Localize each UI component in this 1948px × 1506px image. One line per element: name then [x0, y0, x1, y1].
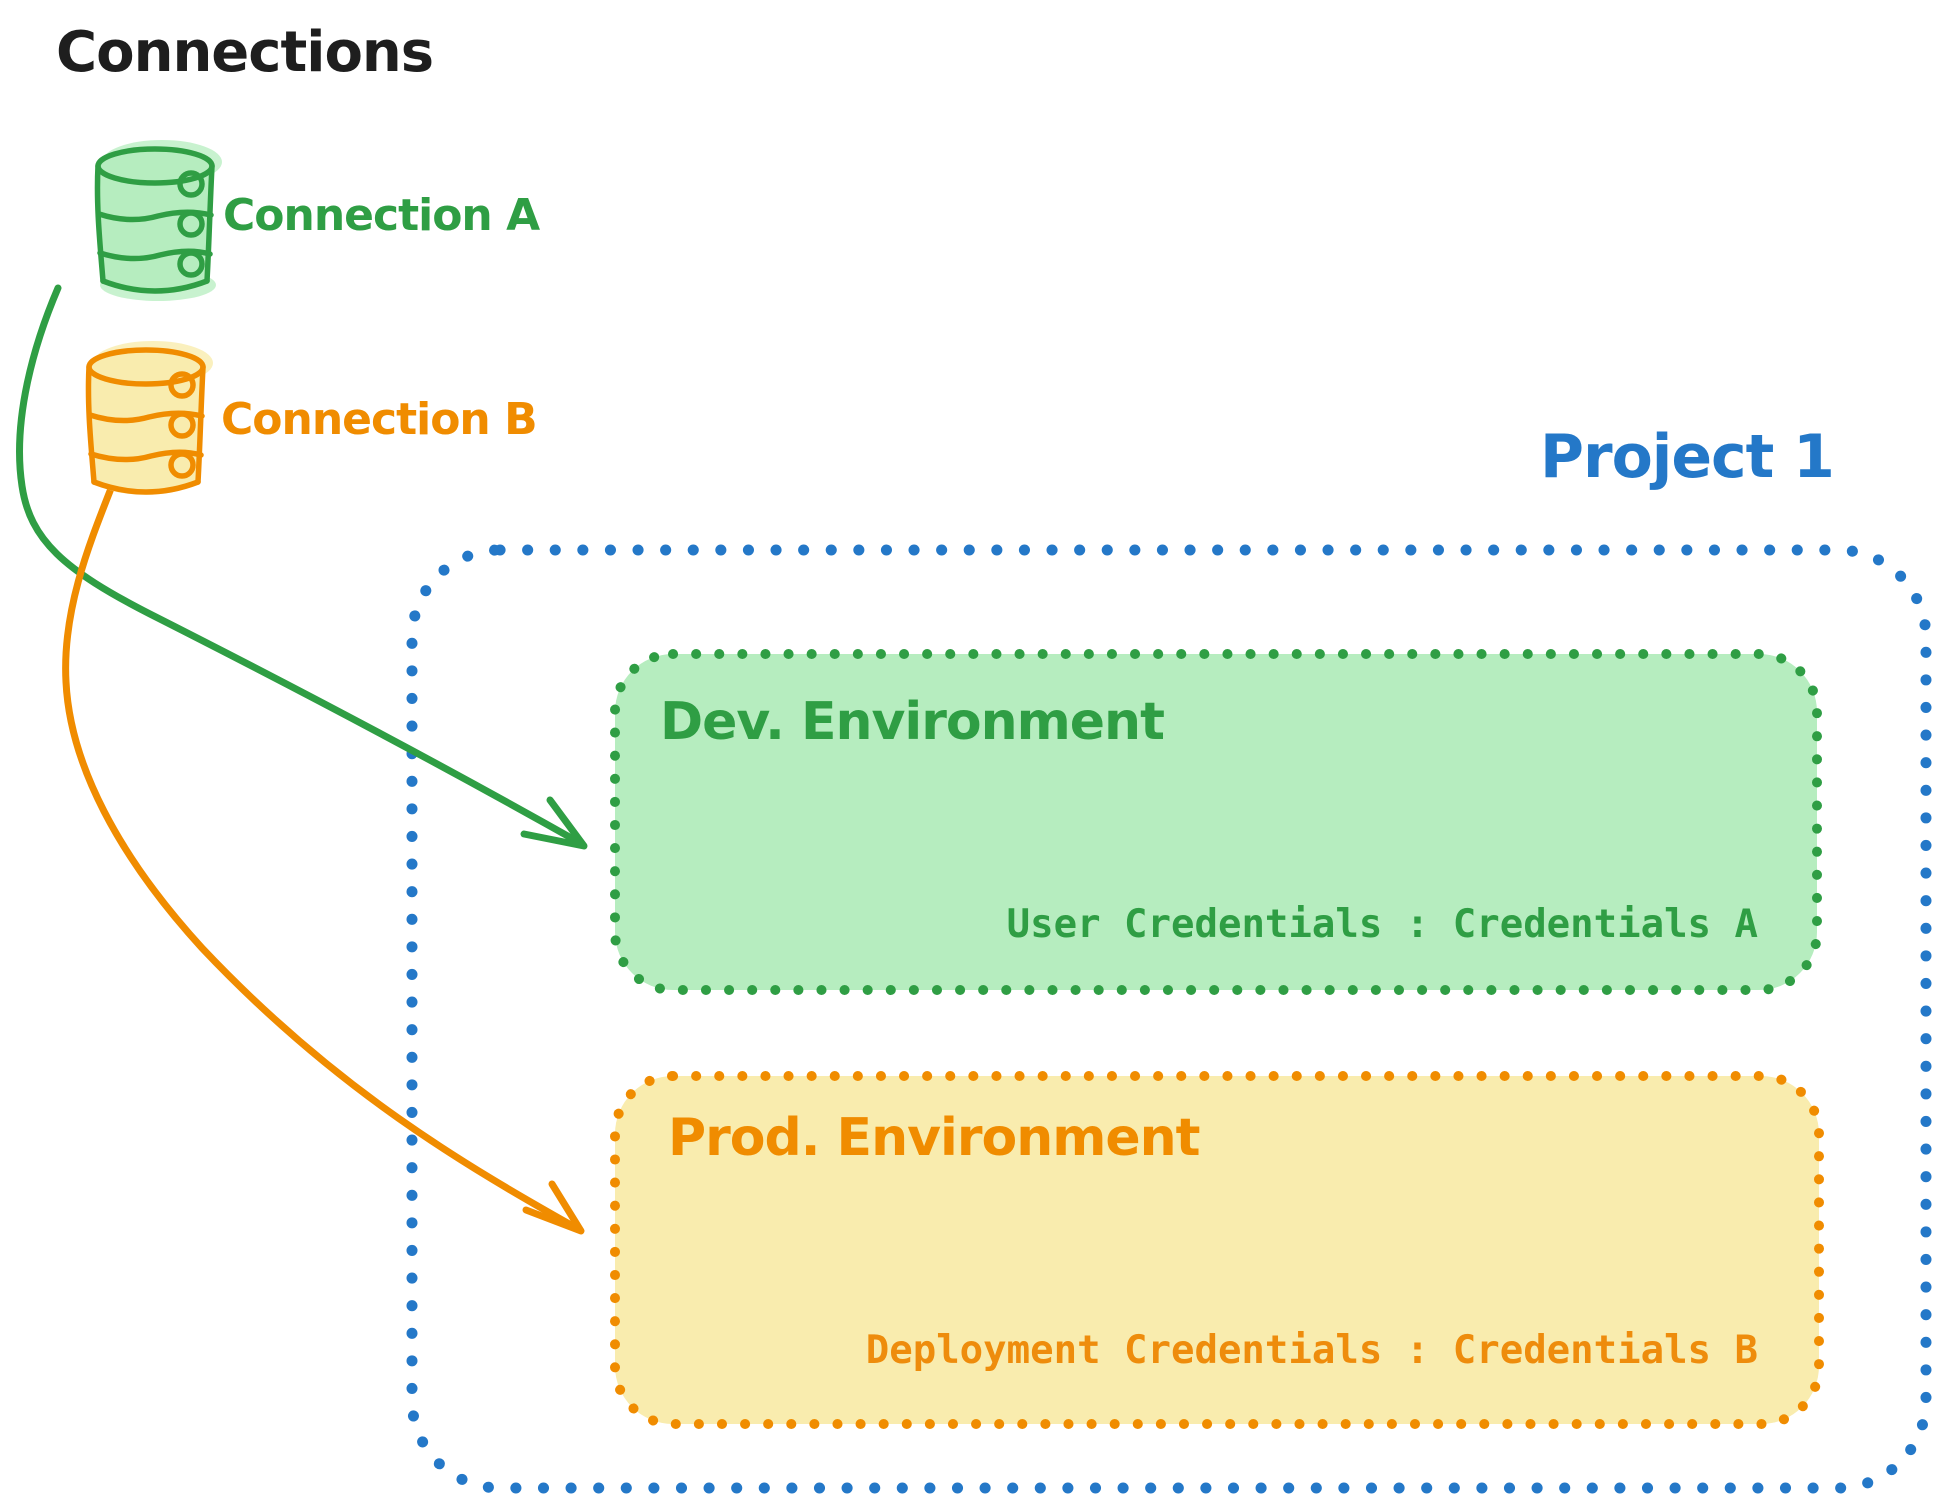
arrowhead [520, 796, 588, 850]
dev-credentials-text: User Credentials : Credentials A [1006, 902, 1758, 947]
prod-environment-title: Prod. Environment [668, 1108, 1201, 1168]
database-icon [85, 341, 213, 495]
connection-b-arrow [62, 482, 585, 1235]
connection-a-arrow [16, 284, 588, 850]
project-title: Project 1 [1540, 422, 1835, 492]
database-icon [94, 140, 222, 301]
connection-b-label: Connection B [221, 394, 538, 445]
dev-environment-box [610, 649, 1822, 995]
dev-environment-title: Dev. Environment [660, 692, 1165, 752]
connection-a-label: Connection A [223, 190, 540, 241]
arrowhead [522, 1180, 585, 1235]
prod-environment-box [610, 1071, 1824, 1429]
page-title: Connections [56, 20, 434, 85]
prod-credentials-text: Deployment Credentials : Credentials B [865, 1328, 1758, 1373]
